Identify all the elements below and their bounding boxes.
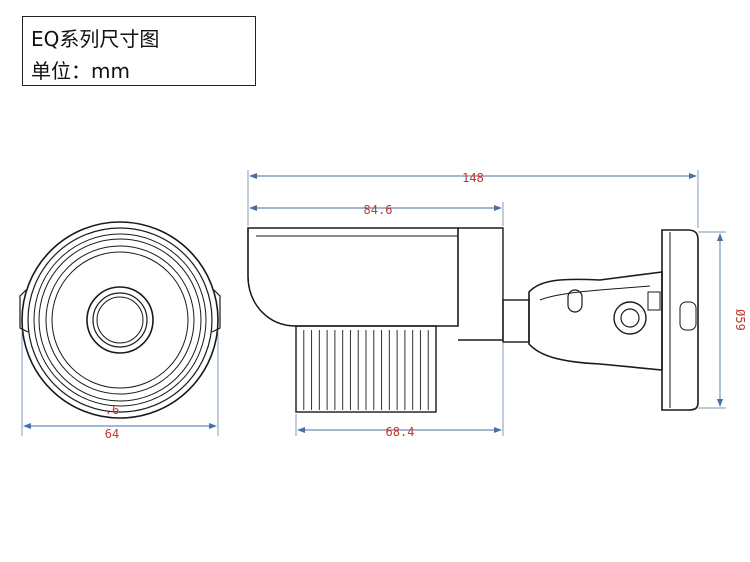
front-ring-4	[38, 238, 202, 402]
housing-length-label: 84.6	[364, 203, 393, 217]
lens-glass	[96, 296, 144, 344]
neck-joint	[502, 299, 530, 343]
front-outer-ring	[21, 221, 219, 419]
front-view: .6 64	[19, 221, 221, 441]
fins	[303, 330, 429, 410]
mounting-base	[661, 229, 699, 411]
base-diameter-label: Ø59	[733, 309, 747, 331]
side-view: 148 84.6 68.4 Ø59	[247, 170, 747, 439]
right-shield-tab	[211, 289, 221, 333]
front-ring-3	[33, 233, 207, 407]
finned-length-label: 68.4	[386, 425, 415, 439]
drawing-title: EQ系列尺寸图	[31, 27, 160, 51]
fin-block	[295, 325, 437, 413]
adjust-knob-inner	[620, 308, 640, 328]
unit-label: 单位：mm	[31, 59, 130, 83]
mounting-base-slot	[679, 301, 697, 331]
housing-body	[247, 227, 459, 327]
left-shield-tab	[19, 289, 29, 333]
bracket-tab	[647, 291, 661, 311]
adjust-knob	[613, 301, 647, 335]
overall-length-label: 148	[462, 171, 484, 185]
title-box: EQ系列尺寸图 单位：mm	[22, 16, 256, 86]
front-ring-5	[45, 245, 195, 395]
front-ring-6	[51, 251, 189, 389]
bracket-slot	[567, 289, 583, 313]
front-inner-mark-label: .6	[105, 403, 119, 417]
lens-outer-ring	[86, 286, 154, 354]
front-ring-2	[27, 227, 213, 413]
lens-ring	[92, 292, 148, 348]
rear-cap	[458, 227, 504, 341]
bracket-arm-edge	[539, 285, 651, 301]
front-width-label: 64	[105, 427, 119, 441]
